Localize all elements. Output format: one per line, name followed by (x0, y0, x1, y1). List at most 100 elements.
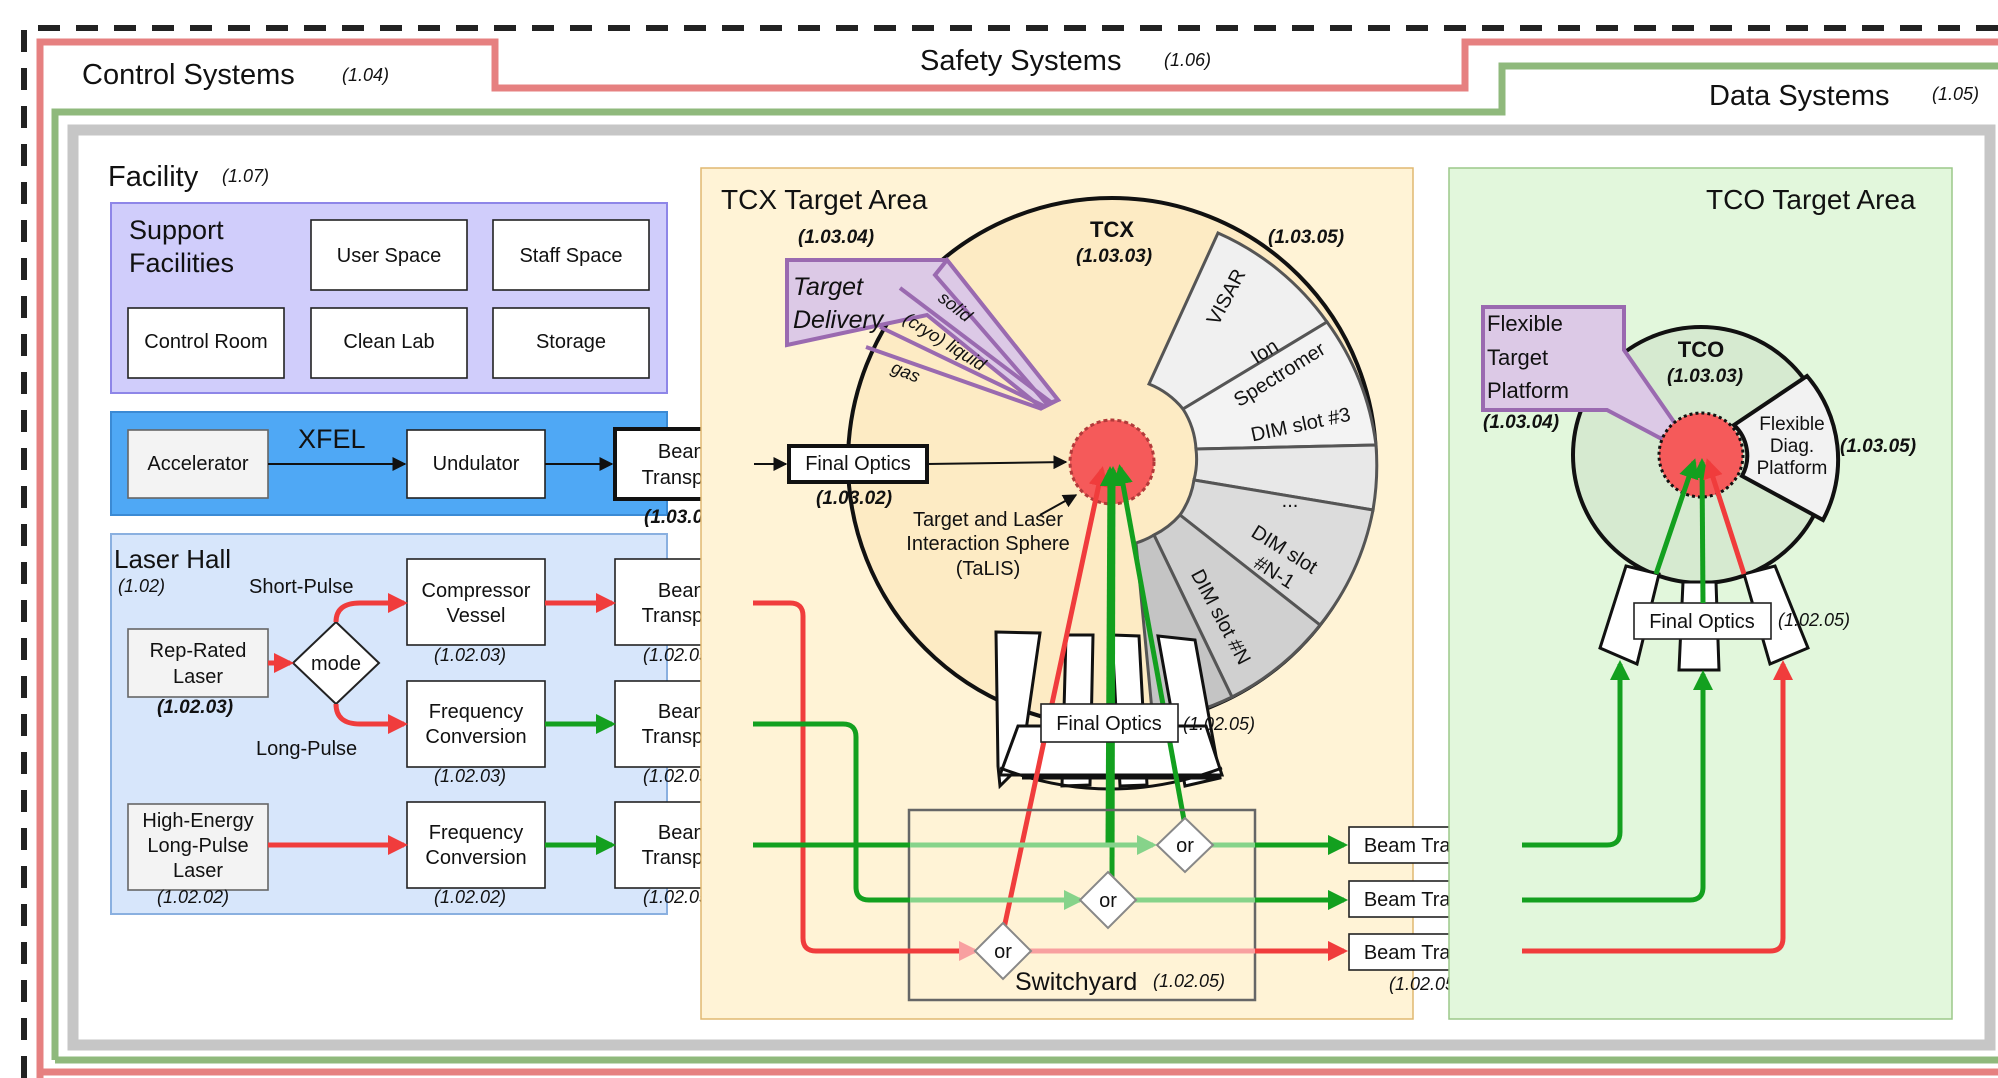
switchyard-box (907, 808, 1257, 1002)
rep-rated-ref: (1.02.03) (157, 697, 233, 718)
control-room-box (127, 307, 285, 379)
tcx-final-optics-ref: (1.02.05) (1183, 714, 1255, 734)
tcx-diag-ref: (1.03.05) (1268, 227, 1344, 248)
long-pulse-label: Long-Pulse (256, 738, 357, 760)
talis-l2: Interaction Sphere (906, 533, 1069, 555)
control-systems-border (36, 38, 1998, 1078)
xfel-label: XFEL (298, 424, 366, 454)
undulator-box (406, 429, 546, 499)
high-energy-l2: Long-Pulse (147, 835, 248, 857)
support-title-1: Support (129, 215, 224, 245)
high-energy-l3: Laser (173, 860, 223, 882)
safety-systems-ref: (1.06) (1164, 50, 1211, 70)
tco-diag-l1: Flexible (1759, 414, 1824, 435)
tcx-area-label: TCX Target Area (721, 184, 928, 215)
storage-label: Storage (536, 331, 606, 353)
beam-transport-2-l1: Beam (658, 701, 710, 723)
compressor-l2: Vessel (447, 605, 506, 627)
tco-diag-l3: Platform (1757, 458, 1828, 479)
tcx-diagnostics-ring (1134, 231, 1379, 723)
tco-final-optics-label: Final Optics (1649, 611, 1755, 633)
target-delivery-l1: Target (793, 273, 864, 301)
mode-short-arrow (333, 593, 408, 623)
compressor-ref: (1.02.03) (434, 645, 506, 665)
target-delivery-l2: Delivery (793, 306, 885, 334)
high-energy-ref: (1.02.02) (157, 887, 229, 907)
tco-diag-l2: Diag. (1770, 436, 1814, 457)
laser-hall-ref: (1.02) (118, 576, 165, 596)
mode-long-arrow (333, 703, 408, 734)
flex-target-l1: Flexible (1487, 311, 1563, 336)
data-systems-border (51, 62, 1998, 1060)
tco-diag-wedge (1730, 373, 1841, 523)
talis-l3: (TaLIS) (956, 558, 1020, 580)
or-label-2: or (1099, 890, 1117, 912)
frequency-conversion-1-box (406, 680, 546, 768)
flex-target-ref: (1.03.04) (1483, 412, 1559, 433)
outer-dashed-border (21, 25, 1998, 1078)
accelerator-label: Accelerator (147, 453, 248, 475)
short-pulse-label: Short-Pulse (249, 576, 354, 598)
facility-label: Facility (108, 161, 199, 193)
tco-area-label: TCO Target Area (1706, 184, 1916, 215)
facility-ref: (1.07) (222, 166, 269, 186)
frequency-conversion-2-box (406, 801, 546, 889)
user-space-box (310, 219, 468, 291)
clean-lab-box (310, 307, 468, 379)
xfel-beam-transport-l1: Beam (658, 441, 710, 463)
or-label-1: or (1176, 835, 1194, 857)
control-room-label: Control Room (144, 331, 267, 353)
safety-systems-label: Safety Systems (920, 45, 1121, 77)
tcx-final-optics-box (1040, 703, 1179, 743)
rep-rated-l1: Rep-Rated (150, 640, 247, 662)
control-systems-ref: (1.04) (342, 65, 389, 85)
compressor-vessel-box (406, 558, 546, 646)
control-systems-label: Control Systems (82, 59, 295, 91)
freq-conv-2-l2: Conversion (425, 847, 526, 869)
tco-name: TCO (1678, 337, 1724, 362)
freq-conv-2-l1: Frequency (429, 822, 524, 844)
or-diamond-2 (1078, 870, 1138, 930)
freq-conv-1-ref: (1.02.03) (434, 766, 506, 786)
storage-box (492, 307, 650, 379)
high-energy-l1: High-Energy (142, 810, 253, 832)
beam-transport-3-l1: Beam (658, 822, 710, 844)
flex-target-l3: Platform (1487, 378, 1569, 403)
undulator-label: Undulator (433, 453, 520, 475)
freq-conv-2-ref: (1.02.02) (434, 887, 506, 907)
compressor-l1: Compressor (422, 580, 531, 602)
talis-l1: Target and Laser (913, 509, 1063, 531)
final-optics-xfel-box (787, 444, 929, 484)
rep-rated-l2: Laser (173, 666, 223, 688)
beam-transport-1-ref: (1.02.05) (643, 645, 715, 665)
flex-target-l2: Target (1487, 345, 1548, 370)
xfel-to-talis-arrow (926, 455, 1068, 470)
support-title-2: Facilities (129, 248, 234, 278)
switchyard-ref: (1.02.05) (1153, 971, 1225, 991)
tcx-final-optics-label: Final Optics (1056, 713, 1162, 735)
or-diamond-3 (973, 921, 1033, 981)
beam-transport-2-ref: (1.02.05) (643, 766, 715, 786)
or-label-3: or (994, 941, 1012, 963)
switchyard-label: Switchyard (1015, 968, 1137, 996)
beam-transport-1-l1: Beam (658, 580, 710, 602)
tco-diag-ref: (1.03.05) (1840, 436, 1916, 457)
tco-final-optics-ref: (1.02.05) (1778, 610, 1850, 630)
tcx-ref: (1.03.03) (1076, 246, 1152, 267)
or-diamond-1 (1155, 816, 1215, 874)
mode-label: mode (311, 653, 361, 675)
accelerator-box (127, 429, 269, 499)
staff-space-label: Staff Space (519, 245, 622, 267)
clean-lab-label: Clean Lab (343, 331, 434, 353)
data-systems-ref: (1.05) (1932, 84, 1979, 104)
user-space-label: User Space (337, 245, 442, 267)
data-systems-label: Data Systems (1709, 80, 1890, 112)
final-optics-xfel-ref: (1.03.02) (816, 488, 892, 509)
laser-hall-label: Laser Hall (114, 544, 231, 574)
high-energy-laser-box (127, 803, 269, 891)
switchyard-beam-transport-ref: (1.02.05) (1389, 974, 1461, 994)
freq-conv-1-l1: Frequency (429, 701, 524, 723)
dots-label: ... (1282, 490, 1299, 512)
rep-rated-laser-box (127, 628, 269, 698)
final-optics-xfel-label: Final Optics (805, 453, 911, 475)
